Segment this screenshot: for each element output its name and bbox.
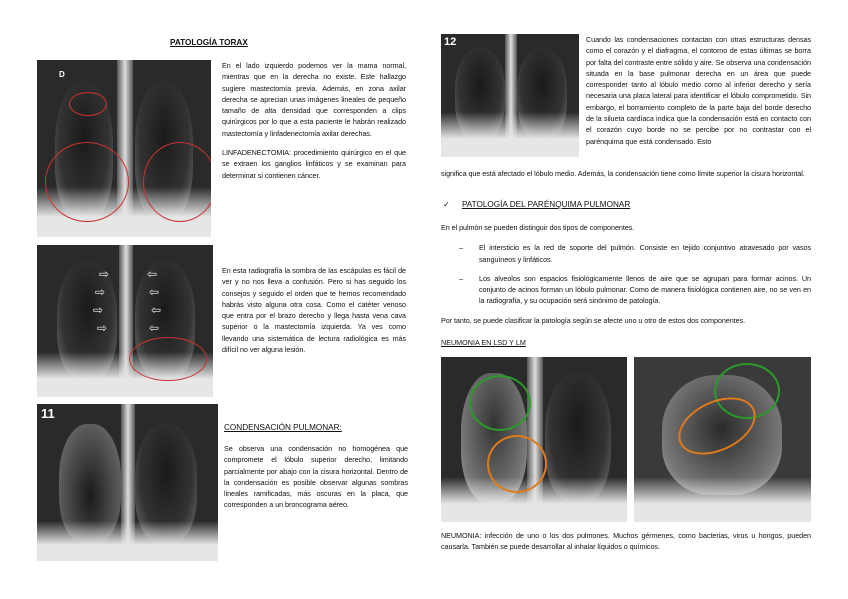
scapula-paragraph: En esta radiografía la sombra de las esc…	[222, 266, 406, 355]
check-icon: ✓	[443, 200, 450, 209]
condensacion-heading: CONDENSACIÓN PULMONAR:	[224, 423, 342, 432]
linfadenectomia-paragraph: LINFADENECTOMIA: procedimiento quirúrgic…	[222, 148, 406, 180]
middle-lobe-paragraph: Cuando las condensaciones contactan con …	[586, 35, 811, 146]
image-label: 11	[41, 406, 55, 421]
parenquima-heading-row: ✓ PATOLOGÍA DEL PARÉNQUIMA PULMONAR	[443, 200, 630, 209]
xray-image-pneumonia-lateral	[634, 357, 811, 522]
parenquima-heading: PATOLOGÍA DEL PARÉNQUIMA PULMONAR	[461, 200, 631, 209]
list-item-text: El intersticio es la red de soporte del …	[479, 243, 811, 264]
list-item: – El intersticio es la red de soporte del…	[441, 242, 811, 265]
condensacion-paragraph: Se observa una condensación no homogénea…	[224, 444, 408, 510]
image-label: D	[59, 70, 65, 79]
middle-lobe-paragraph-cont: significa que está afectado el lóbulo me…	[441, 169, 805, 178]
list-item-text: Los alveolos son espacios fisiológicamen…	[479, 273, 811, 306]
neumonia-definition: NEUMONIA: infección de uno o los dos pul…	[441, 531, 811, 552]
xray-image-condensation: 11	[37, 404, 218, 561]
xray-image-pneumonia-pa	[441, 357, 627, 522]
xray-image-middle-lobe: 12	[441, 34, 579, 157]
neumonia-heading: NEUMONIA EN LSD Y LM	[441, 338, 526, 347]
clasificacion-paragraph: Por tanto, se puede clasificar la patolo…	[441, 315, 746, 325]
dash-marker: –	[459, 273, 463, 283]
xray-image-scapula: ⇨ ⇦ ⇨ ⇦ ⇨ ⇦ ⇨ ⇦	[37, 245, 213, 397]
componentes-paragraph: En el pulmón se pueden distinguir dos ti…	[441, 223, 635, 232]
componentes-list: – El intersticio es la red de soporte del…	[441, 242, 811, 306]
xray-image-mastectomy: D	[37, 60, 211, 237]
page-title: PATOLOGÍA TORAX	[170, 38, 248, 47]
mastectomy-paragraph: En el lado izquierdo podemos ver la mama…	[222, 61, 406, 138]
image-label: 12	[444, 36, 457, 48]
dash-marker: –	[459, 243, 463, 253]
list-item: – Los alveolos son espacios fisiológicame…	[441, 273, 811, 307]
